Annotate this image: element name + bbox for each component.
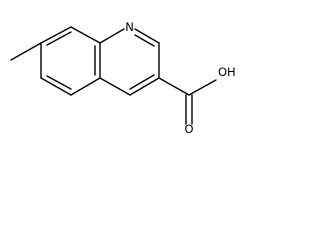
- bond-benzo-1-inner: [46, 31, 72, 46]
- structure-diagram: N O OH: [10, 20, 236, 136]
- bond-benzo-2: [70, 26, 101, 44]
- bond-pyridine-1: [99, 28, 125, 44]
- bond-methyl: [10, 42, 42, 61]
- bond-pyridine-2-inner: [134, 34, 155, 47]
- bond-carboxyl-c: [158, 77, 190, 96]
- bond-benzo-4: [70, 77, 101, 96]
- hydroxyl-label: OH: [218, 65, 236, 79]
- bond-benzo-5-inner: [46, 75, 72, 90]
- bond-hydroxyl: [188, 79, 217, 96]
- bond-pyridine-5: [99, 77, 131, 96]
- bond-benzo-1: [40, 26, 72, 44]
- bonds: [10, 26, 217, 125]
- bond-pyridine-4: [129, 77, 160, 96]
- structure-canvas: N O OH: [0, 0, 264, 137]
- bond-pyridine-4-inner: [129, 74, 155, 90]
- ring-nitrogen-label: N: [125, 20, 134, 34]
- carbonyl-oxygen-label: O: [184, 122, 193, 136]
- bond-pyridine-2: [134, 28, 160, 44]
- bond-benzo-5: [40, 77, 72, 96]
- atom-labels: N O OH: [125, 20, 236, 136]
